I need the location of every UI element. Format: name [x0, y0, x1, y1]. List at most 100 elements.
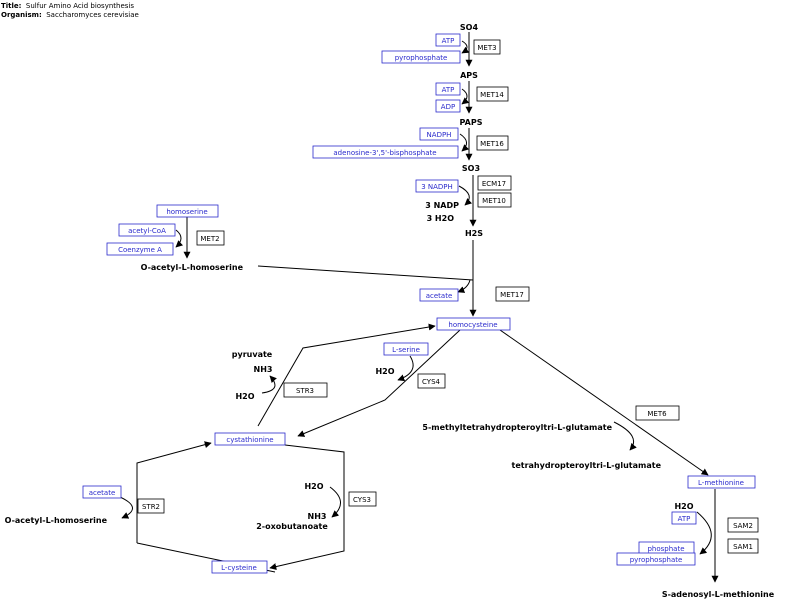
reaction-lines [119, 32, 719, 583]
curve-atp-adp [461, 88, 470, 105]
node-l-methionine[interactable]: L-methionine [687, 475, 756, 489]
node-homocysteine-label: homocysteine [448, 321, 497, 329]
node-atp-2[interactable]: ATP [435, 82, 461, 96]
node-acetate-2-label: acetate [89, 489, 116, 497]
node-l-cysteine[interactable]: L-cysteine [211, 560, 268, 574]
gene-met10[interactable]: MET10 [477, 192, 512, 208]
gene-str2-label: STR2 [142, 503, 160, 511]
curve-methylthf-thf [613, 421, 637, 451]
gene-met17[interactable]: MET17 [495, 286, 530, 302]
node-pyrophosphate-2-label: pyrophosphate [630, 556, 683, 564]
node-nadph-label: NADPH [427, 131, 452, 139]
label-paps: PAPS [460, 118, 483, 127]
gene-met6[interactable]: MET6 [635, 405, 680, 421]
node-pyrophosphate-1-label: pyrophosphate [395, 54, 448, 62]
label-o-acetyl-homoserine-1: O-acetyl-L-homoserine [141, 263, 244, 272]
node-coenzyme-a[interactable]: Coenzyme A [106, 242, 174, 256]
node-adenosine-bisphosphate[interactable]: adenosine-3',5'-bisphosphate [312, 145, 459, 159]
node-acetyl-coa[interactable]: acetyl-CoA [118, 223, 176, 237]
organism-line: Organism: Saccharomyces cerevisiae [1, 11, 139, 19]
node-adp-label: ADP [441, 103, 455, 111]
edge-homocysteine-methionine [499, 329, 709, 476]
gene-met3-label: MET3 [477, 44, 496, 52]
node-homocysteine[interactable]: homocysteine [436, 317, 511, 331]
label-nh3-2: NH3 [308, 512, 327, 521]
gene-cys4[interactable]: CYS4 [417, 373, 446, 389]
node-acetate-1[interactable]: acetate [419, 288, 459, 302]
node-homoserine-label: homoserine [166, 208, 207, 216]
node-l-serine[interactable]: L-serine [383, 342, 429, 356]
label-pyruvate: pyruvate [232, 350, 273, 359]
node-atp-3[interactable]: ATP [671, 511, 697, 525]
gene-ecm17-label: ECM17 [482, 180, 506, 188]
node-atp-1[interactable]: ATP [435, 33, 461, 47]
node-adenosine-bisphosphate-label: adenosine-3',5'-bisphosphate [333, 149, 436, 157]
edge-cystathionine-homocysteine [257, 323, 436, 427]
organism-label: Organism: [1, 11, 42, 19]
gene-met17-label: MET17 [500, 291, 524, 299]
label-3-h2o: 3 H2O [427, 214, 455, 223]
label-o-acetyl-homoserine-2: O-acetyl-L-homoserine [5, 516, 108, 525]
curve-h2o-pyruvate [261, 375, 277, 394]
node-l-cysteine-label: L-cysteine [221, 564, 257, 572]
curve-acetate-oacetyl [119, 496, 133, 519]
label-so4: SO4 [460, 23, 479, 32]
node-adp[interactable]: ADP [435, 99, 461, 113]
label-h2o-cys3: H2O [304, 482, 323, 491]
gene-sam2[interactable]: SAM2 [727, 517, 759, 533]
node-phosphate[interactable]: phosphate [638, 541, 695, 555]
gene-boxes: MET3 MET14 MET16 ECM17 MET10 MET2 [137, 39, 759, 554]
gene-sam2-label: SAM2 [733, 522, 753, 530]
curve-nadph-bisphosphate [459, 133, 470, 152]
node-homoserine[interactable]: homoserine [156, 204, 219, 218]
node-3-nadph-label: 3 NADPH [421, 183, 453, 191]
gene-met6-label: MET6 [647, 410, 667, 418]
gene-met14-label: MET14 [480, 91, 504, 99]
gene-met3[interactable]: MET3 [473, 39, 501, 55]
edge-cystathionine-cysteine [269, 444, 345, 571]
gene-met16[interactable]: MET16 [476, 135, 509, 151]
gene-str3[interactable]: STR3 [283, 382, 328, 398]
label-thf: tetrahydropteroyltri-L-glutamate [512, 461, 662, 470]
gene-cys3[interactable]: CYS3 [348, 491, 377, 507]
gene-met10-label: MET10 [482, 197, 506, 205]
curve-nadph-nadp [458, 185, 473, 206]
node-l-serine-label: L-serine [392, 346, 420, 354]
metabolite-boxes: ATP pyrophosphate ATP ADP NADPH adenosin… [82, 33, 756, 574]
node-cystathionine-label: cystathionine [226, 436, 273, 444]
node-pyrophosphate-1[interactable]: pyrophosphate [381, 50, 461, 64]
gene-met14[interactable]: MET14 [476, 86, 509, 102]
curve-serine-h2o [397, 355, 414, 382]
label-2-oxobutanoate: 2-oxobutanoate [256, 522, 328, 531]
label-h2o-2: H2O [375, 367, 394, 376]
node-atp-2-label: ATP [442, 86, 455, 94]
node-acetate-1-label: acetate [426, 292, 453, 300]
gene-str2[interactable]: STR2 [137, 498, 165, 514]
label-methyl-thf: 5-methyltetrahydropteroyltri-L-glutamate [422, 423, 612, 432]
edge-str2-bottom [136, 542, 276, 573]
node-acetate-2[interactable]: acetate [82, 485, 122, 499]
gene-ecm17[interactable]: ECM17 [477, 175, 512, 191]
label-h2o-sam: H2O [674, 502, 693, 511]
label-h2o-1: H2O [235, 392, 254, 401]
node-pyrophosphate-2[interactable]: pyrophosphate [616, 552, 696, 566]
node-3-nadph[interactable]: 3 NADPH [415, 179, 459, 193]
label-3-nadp: 3 NADP [425, 201, 459, 210]
node-coenzyme-a-label: Coenzyme A [118, 246, 162, 254]
label-h2s: H2S [465, 229, 483, 238]
node-atp-1-label: ATP [442, 37, 455, 45]
node-acetyl-coa-label: acetyl-CoA [128, 227, 166, 235]
gene-met16-label: MET16 [480, 140, 504, 148]
gene-met2[interactable]: MET2 [196, 230, 225, 246]
title-value: Sulfur Amino Acid biosynthesis [25, 2, 134, 10]
gene-sam1[interactable]: SAM1 [727, 538, 759, 554]
node-nadph[interactable]: NADPH [419, 127, 459, 141]
curve-acetate-release [457, 279, 471, 293]
node-atp-3-label: ATP [678, 515, 691, 523]
gene-cys3-label: CYS3 [353, 496, 371, 504]
curve-atp-pyrophosphate [461, 40, 470, 54]
node-cystathionine[interactable]: cystathionine [214, 432, 286, 446]
gene-str3-label: STR3 [296, 387, 314, 395]
